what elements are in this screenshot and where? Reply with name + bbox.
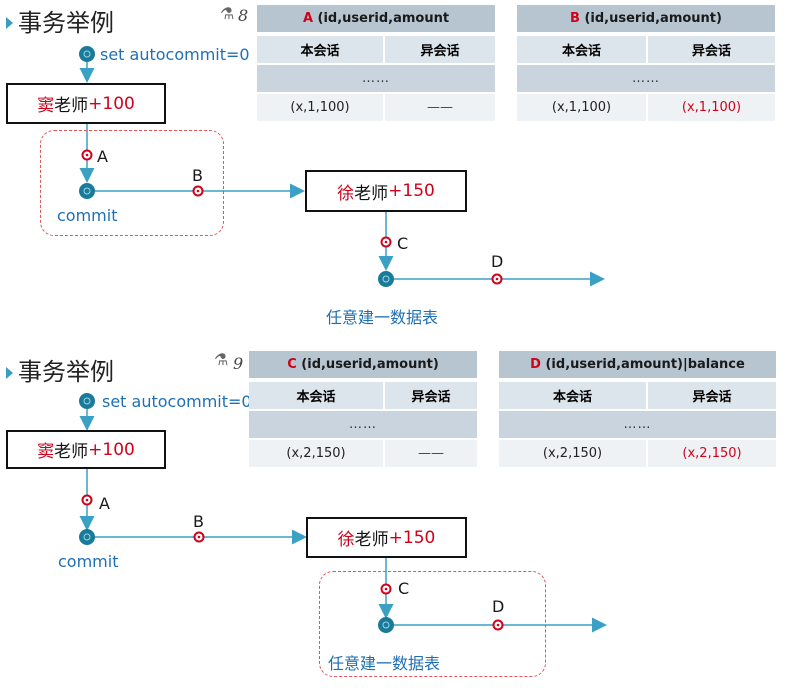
commit-label: commit [57, 206, 118, 225]
create-table-node [378, 271, 394, 287]
table-a: A (id,userid,amount 本会话异会话 …… (x,1,100)—… [257, 5, 495, 121]
create-table-label: 任意建一数据表 [326, 308, 439, 327]
teacher2-amount: +150 [388, 181, 435, 201]
table-c-header: C (id,userid,amount) [249, 351, 477, 380]
table-b-other-value: (x,1,100) [646, 92, 775, 121]
setup-node [79, 46, 95, 62]
table-d-other-value: (x,2,150) [646, 438, 776, 467]
marker-b [192, 185, 204, 197]
create-table-node [378, 617, 394, 633]
commit-node [79, 529, 95, 545]
teacher1-title: 老师 [54, 96, 89, 116]
slide-number: 9 [233, 354, 244, 373]
teacher1-box: 窦老师+100 [6, 430, 166, 469]
setup-node [79, 393, 95, 409]
table-d-ellipsis: …… [499, 409, 776, 438]
teacher1-surname: 窦 [37, 442, 55, 462]
point-d-label: D [492, 597, 505, 616]
table-c-ellipsis: …… [249, 409, 477, 438]
title-bullet-icon [6, 367, 13, 379]
table-d-col-other: 异会话 [646, 380, 776, 409]
table-a-header: A (id,userid,amount [257, 5, 495, 34]
teacher2-amount: +150 [388, 527, 436, 548]
point-c-label: C [398, 579, 410, 598]
create-table-label: 任意建一数据表 [328, 654, 441, 673]
marker-c [380, 236, 392, 248]
teacher1-surname: 窦 [37, 96, 55, 116]
table-d-header: D (id,userid,amount)|balance [499, 351, 776, 380]
table-d: D (id,userid,amount)|balance 本会话异会话 …… (… [499, 351, 776, 467]
point-b-label: B [192, 166, 203, 185]
slide-8-panel: 事务举例 ⚗ 8 set autocommit=0 窦老师+100 A B C … [0, 0, 788, 345]
table-c-col-self: 本会话 [249, 380, 383, 409]
flow-diagram-svg [79, 393, 607, 633]
point-d-label: D [491, 252, 504, 271]
table-b: B (id,userid,amount) 本会话异会话 …… (x,1,100)… [517, 5, 775, 121]
point-c-label: C [397, 234, 409, 253]
table-d-self-value: (x,2,150) [499, 438, 646, 467]
title-bullet-icon [6, 17, 13, 29]
table-c-self-value: (x,2,150) [249, 438, 383, 467]
slide-number: 8 [238, 6, 249, 25]
teacher2-title: 老师 [354, 183, 389, 204]
flow-diagram-svg [79, 46, 605, 287]
teacher1-box: 窦老师+100 [6, 83, 166, 124]
teacher2-box: 徐老师+150 [306, 517, 467, 558]
teacher2-box: 徐老师+150 [305, 170, 467, 212]
point-a-label: A [99, 494, 110, 513]
table-a-col-self: 本会话 [257, 34, 383, 63]
marker-d [492, 619, 504, 631]
point-b-label: B [193, 512, 204, 531]
table-b-header: B (id,userid,amount) [517, 5, 775, 34]
commit-node [79, 183, 95, 199]
table-b-self-value: (x,1,100) [517, 92, 646, 121]
commit-label: commit [58, 552, 119, 571]
teacher1-title: 老师 [54, 442, 89, 462]
teacher2-title: 老师 [354, 530, 389, 550]
marker-d [491, 273, 503, 285]
microscope-icon: ⚗ [214, 350, 229, 369]
panel-title: 事务举例 [18, 9, 114, 37]
teacher1-amount: +100 [88, 439, 135, 460]
table-a-self-value: (x,1,100) [257, 92, 383, 121]
table-a-other-value: —— [383, 92, 495, 121]
teacher1-amount: +100 [88, 93, 135, 114]
slide-9-panel: 事务举例 ⚗ 9 set autocommit=0 窦老师+100 A B C … [0, 346, 788, 691]
commit-highlight-frame [40, 130, 224, 236]
teacher2-surname: 徐 [337, 530, 355, 550]
table-d-col-self: 本会话 [499, 380, 646, 409]
table-a-ellipsis: …… [257, 63, 495, 92]
marker-b [193, 531, 205, 543]
table-c-other-value: —— [383, 438, 477, 467]
point-a-label: A [97, 147, 108, 166]
table-b-col-other: 异会话 [646, 34, 775, 63]
create-table-highlight-frame [319, 571, 546, 677]
microscope-icon: ⚗ [220, 4, 235, 23]
table-c-col-other: 异会话 [383, 380, 477, 409]
table-b-col-self: 本会话 [517, 34, 646, 63]
teacher2-surname: 徐 [337, 183, 355, 204]
setup-label: set autocommit=0 [102, 392, 252, 411]
marker-a [81, 494, 93, 506]
table-b-ellipsis: …… [517, 63, 775, 92]
table-c: C (id,userid,amount) 本会话异会话 …… (x,2,150)… [249, 351, 477, 467]
table-a-col-other: 异会话 [383, 34, 495, 63]
marker-a [81, 149, 93, 161]
marker-c [380, 583, 392, 595]
setup-label: set autocommit=0 [100, 45, 250, 64]
panel-title: 事务举例 [18, 358, 114, 386]
